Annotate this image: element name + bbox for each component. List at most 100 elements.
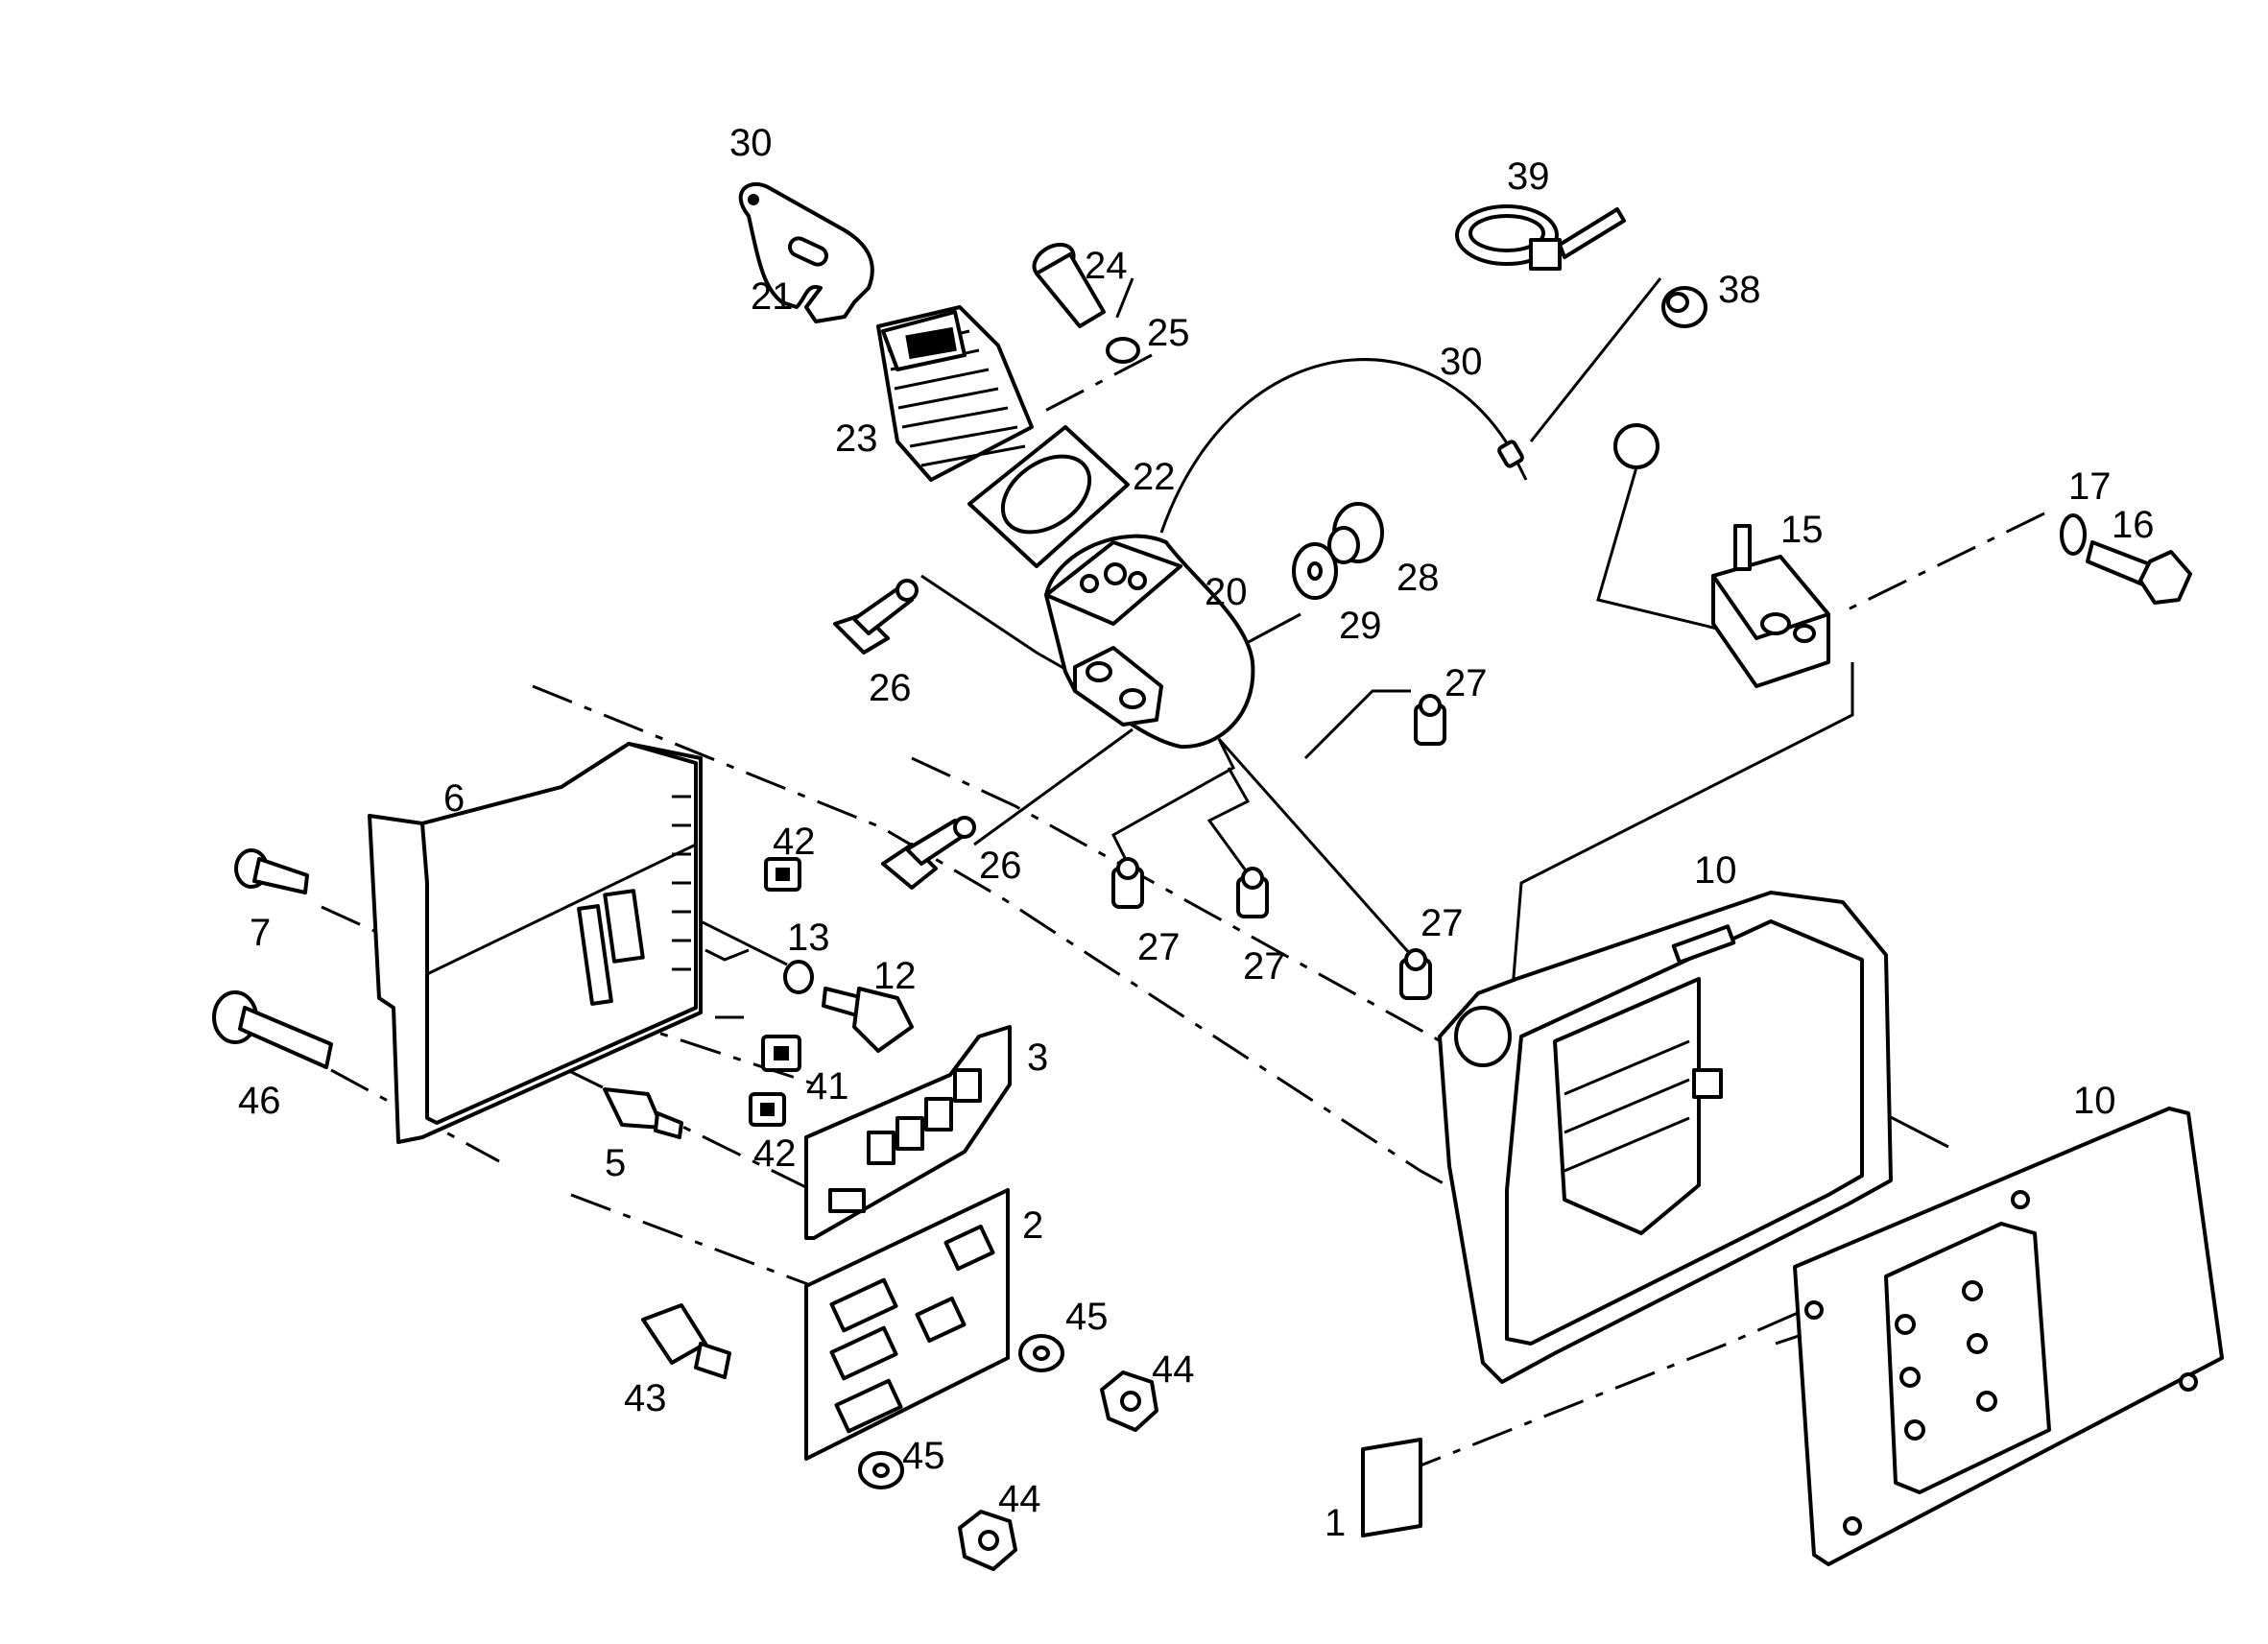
switch-pin — [1733, 524, 1752, 571]
fit27c-tip — [1404, 948, 1427, 971]
part-20-joystick-base — [1044, 534, 1255, 750]
frame-side — [420, 742, 698, 1125]
washer-17 — [2060, 513, 2087, 556]
fit27d-tip — [1419, 694, 1442, 717]
cable-plug — [1497, 440, 1524, 468]
callout-23: 23 — [835, 417, 878, 460]
callout-10-cover: 10 — [2073, 1080, 2116, 1122]
lever-knob — [1613, 423, 1659, 469]
bolt46-shank — [238, 1006, 333, 1069]
pcb3-comp-3 — [924, 1097, 953, 1132]
callout-27-b: 27 — [1243, 945, 1286, 988]
pcb3-comp-2 — [895, 1116, 924, 1151]
callout-labels: 30 21 24 25 23 22 39 38 30 28 20 29 15 1… — [238, 122, 2155, 1544]
part-7-screw — [234, 848, 309, 894]
leader-43-to-pcb — [570, 1193, 826, 1293]
part-17-washer — [2060, 513, 2087, 556]
part-46-bolt — [212, 990, 333, 1069]
leader-1-to-cover — [1400, 1308, 1805, 1475]
callout-25: 25 — [1147, 312, 1190, 354]
part-42-clip-lower — [749, 1092, 786, 1127]
washer45-upper-hole — [1033, 1346, 1050, 1361]
switch-top — [1711, 555, 1830, 640]
cable — [1159, 358, 1514, 534]
part-2-pcb — [804, 1188, 1010, 1461]
pcb2-comp-5 — [943, 1224, 995, 1272]
callout-6: 6 — [443, 777, 465, 820]
pcb3-connector — [828, 1188, 866, 1213]
callout-44-upper: 44 — [1152, 1348, 1195, 1391]
flange-hole — [1086, 661, 1112, 682]
callout-17: 17 — [2068, 465, 2112, 508]
callout-3: 3 — [1027, 1036, 1048, 1079]
leader-27-c — [1217, 738, 1413, 956]
callout-44-lower: 44 — [998, 1478, 1041, 1520]
part-10-cover-plate — [1793, 1107, 2224, 1566]
leader-27-b — [1206, 767, 1251, 874]
fit27a-tip — [1116, 857, 1139, 880]
leader-25-to-22 — [1040, 353, 1153, 415]
part-12-bolt — [822, 987, 914, 1053]
clip-41-hole — [774, 1046, 789, 1060]
callout-7: 7 — [250, 912, 271, 954]
callout-12: 12 — [873, 955, 917, 997]
part-29-washer — [1292, 542, 1338, 600]
callout-42-upper: 42 — [773, 821, 816, 863]
callout-15: 15 — [1780, 509, 1824, 551]
part-13-washer — [783, 960, 814, 994]
callout-45-lower: 45 — [902, 1435, 945, 1477]
part-26-fitting-upper — [833, 579, 919, 655]
callout-38: 38 — [1718, 269, 1761, 311]
handle-tip — [748, 194, 759, 205]
part-28-cap — [1327, 502, 1384, 564]
leader-24 — [1111, 277, 1134, 327]
fitting-27-d — [1414, 694, 1446, 746]
switch-hole — [1760, 612, 1791, 635]
leader-27-upper — [1303, 689, 1411, 760]
clip-42-upper-hole — [776, 868, 790, 881]
leader-38-to-cable — [1529, 277, 1662, 442]
part-10-housing — [1438, 891, 1893, 1384]
leader-26-to-housing — [911, 756, 1633, 1149]
fitting-27-a — [1111, 857, 1144, 909]
part-30-cable — [1159, 358, 1528, 534]
boot-neck — [905, 326, 957, 360]
cover-hole-7 — [1899, 1367, 1921, 1388]
fit27b-tip — [1241, 867, 1264, 890]
pcb2-comp-2 — [829, 1325, 898, 1381]
spacer43-thread — [694, 1342, 731, 1379]
callout-5: 5 — [605, 1142, 626, 1184]
part-22-plate — [967, 425, 1130, 568]
spacer43-body — [641, 1303, 707, 1365]
part-42-clip-upper — [764, 857, 801, 892]
clip-lock — [1529, 238, 1562, 271]
clip-tail — [1558, 207, 1626, 259]
callout-26-lower: 26 — [979, 845, 1022, 887]
leader-27-a — [1111, 738, 1235, 865]
handle-button — [788, 236, 828, 267]
frame-window — [603, 889, 645, 964]
cover-inner — [1884, 1222, 2051, 1494]
cover-hole-4 — [2179, 1372, 2198, 1392]
nut44-lower-hole — [978, 1530, 999, 1551]
callout-22: 22 — [1133, 456, 1176, 498]
grommet-38-hole — [1666, 292, 1689, 313]
cover-hole-8 — [1967, 1333, 1988, 1354]
screw7-shank — [252, 857, 309, 894]
callout-13: 13 — [787, 917, 830, 959]
fitting-27-c — [1399, 948, 1432, 1000]
cover-hole-9 — [1904, 1419, 1925, 1441]
part-38-grommet — [1661, 286, 1707, 328]
part-26-fitting-lower — [881, 816, 976, 890]
cover-hole-1 — [1804, 1300, 1824, 1320]
part-1-label — [1361, 1438, 1422, 1537]
part-3-pcb — [804, 1025, 1012, 1240]
leader-panel-to-housing — [532, 684, 1474, 1202]
part-5-spacer — [603, 1087, 683, 1139]
callout-16: 16 — [2112, 504, 2155, 546]
callout-1: 1 — [1325, 1502, 1346, 1544]
callout-30-top: 30 — [729, 122, 773, 164]
part-15-lever-switch — [1596, 423, 1830, 688]
